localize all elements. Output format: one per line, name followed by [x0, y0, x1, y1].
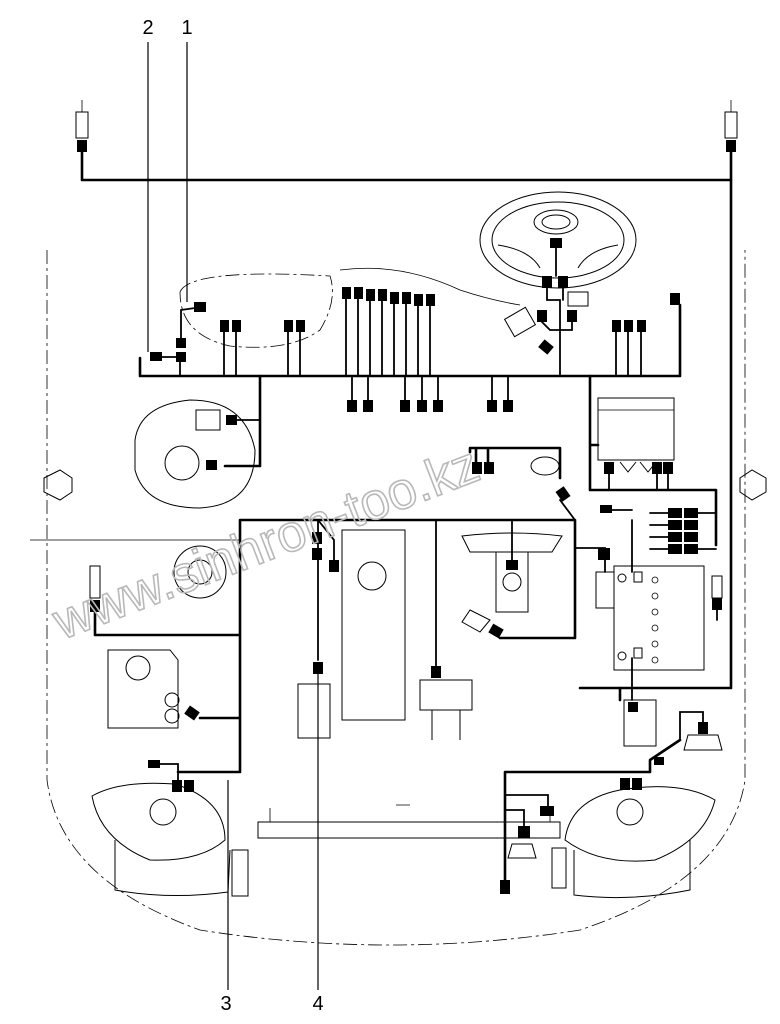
fuse-block-connectors [604, 462, 673, 491]
relay-connector-cluster [649, 508, 717, 554]
steering-wheel [479, 191, 637, 338]
antenna-right [724, 100, 738, 152]
battery [600, 505, 705, 701]
steering-column-connectors [537, 238, 577, 377]
vehicle-body-outline [46, 250, 746, 946]
dash-left-connectors [150, 302, 206, 377]
dash-panel-connectors-left [220, 320, 305, 377]
callout-1-label: 1 [181, 17, 192, 39]
headlamp-left [91, 782, 249, 897]
antenna-left [75, 100, 89, 152]
callout-4-label: 4 [312, 993, 323, 1015]
left-headlamp-connectors [148, 760, 194, 792]
callout-3-label: 3 [220, 993, 231, 1015]
starter-relay [618, 686, 657, 747]
instrument-panel-outline [179, 267, 521, 348]
fuse-relay-block [597, 397, 675, 473]
side-marker-right [739, 469, 767, 501]
engine-sensor-connectors [312, 519, 441, 678]
upper-engine-harness [468, 446, 562, 480]
callout-2-label: 2 [142, 17, 153, 39]
horn-right [679, 711, 723, 751]
radiator-support-bar [257, 804, 561, 839]
lower-front-harness [503, 738, 682, 882]
top-antenna-harness [80, 150, 733, 182]
engine-block [297, 529, 473, 740]
blower-harness [223, 374, 262, 468]
engine-bay-harness [93, 518, 577, 774]
heater-blower [134, 399, 256, 509]
dash-switch-connector-comb [342, 287, 435, 377]
headlamp-right [551, 786, 716, 899]
engine-bay-branch [559, 499, 576, 521]
air-cleaner [461, 519, 563, 639]
dash-right-connectors [612, 293, 680, 377]
side-marker-left [43, 469, 73, 501]
brake-switch [530, 456, 571, 502]
fusible-link [574, 547, 615, 609]
main-dash-harness [138, 303, 682, 378]
dash-lower-connectors [347, 375, 513, 412]
right-sensor [711, 575, 723, 621]
washer-reservoir [107, 649, 200, 729]
horn-center [507, 843, 537, 859]
right-side-harness [578, 178, 733, 690]
fuse-block-harness [588, 374, 718, 547]
left-sensor [89, 565, 101, 612]
radiator-fan-motor [173, 545, 227, 599]
watermark-text: www.sinhron-too.kz [45, 435, 488, 651]
